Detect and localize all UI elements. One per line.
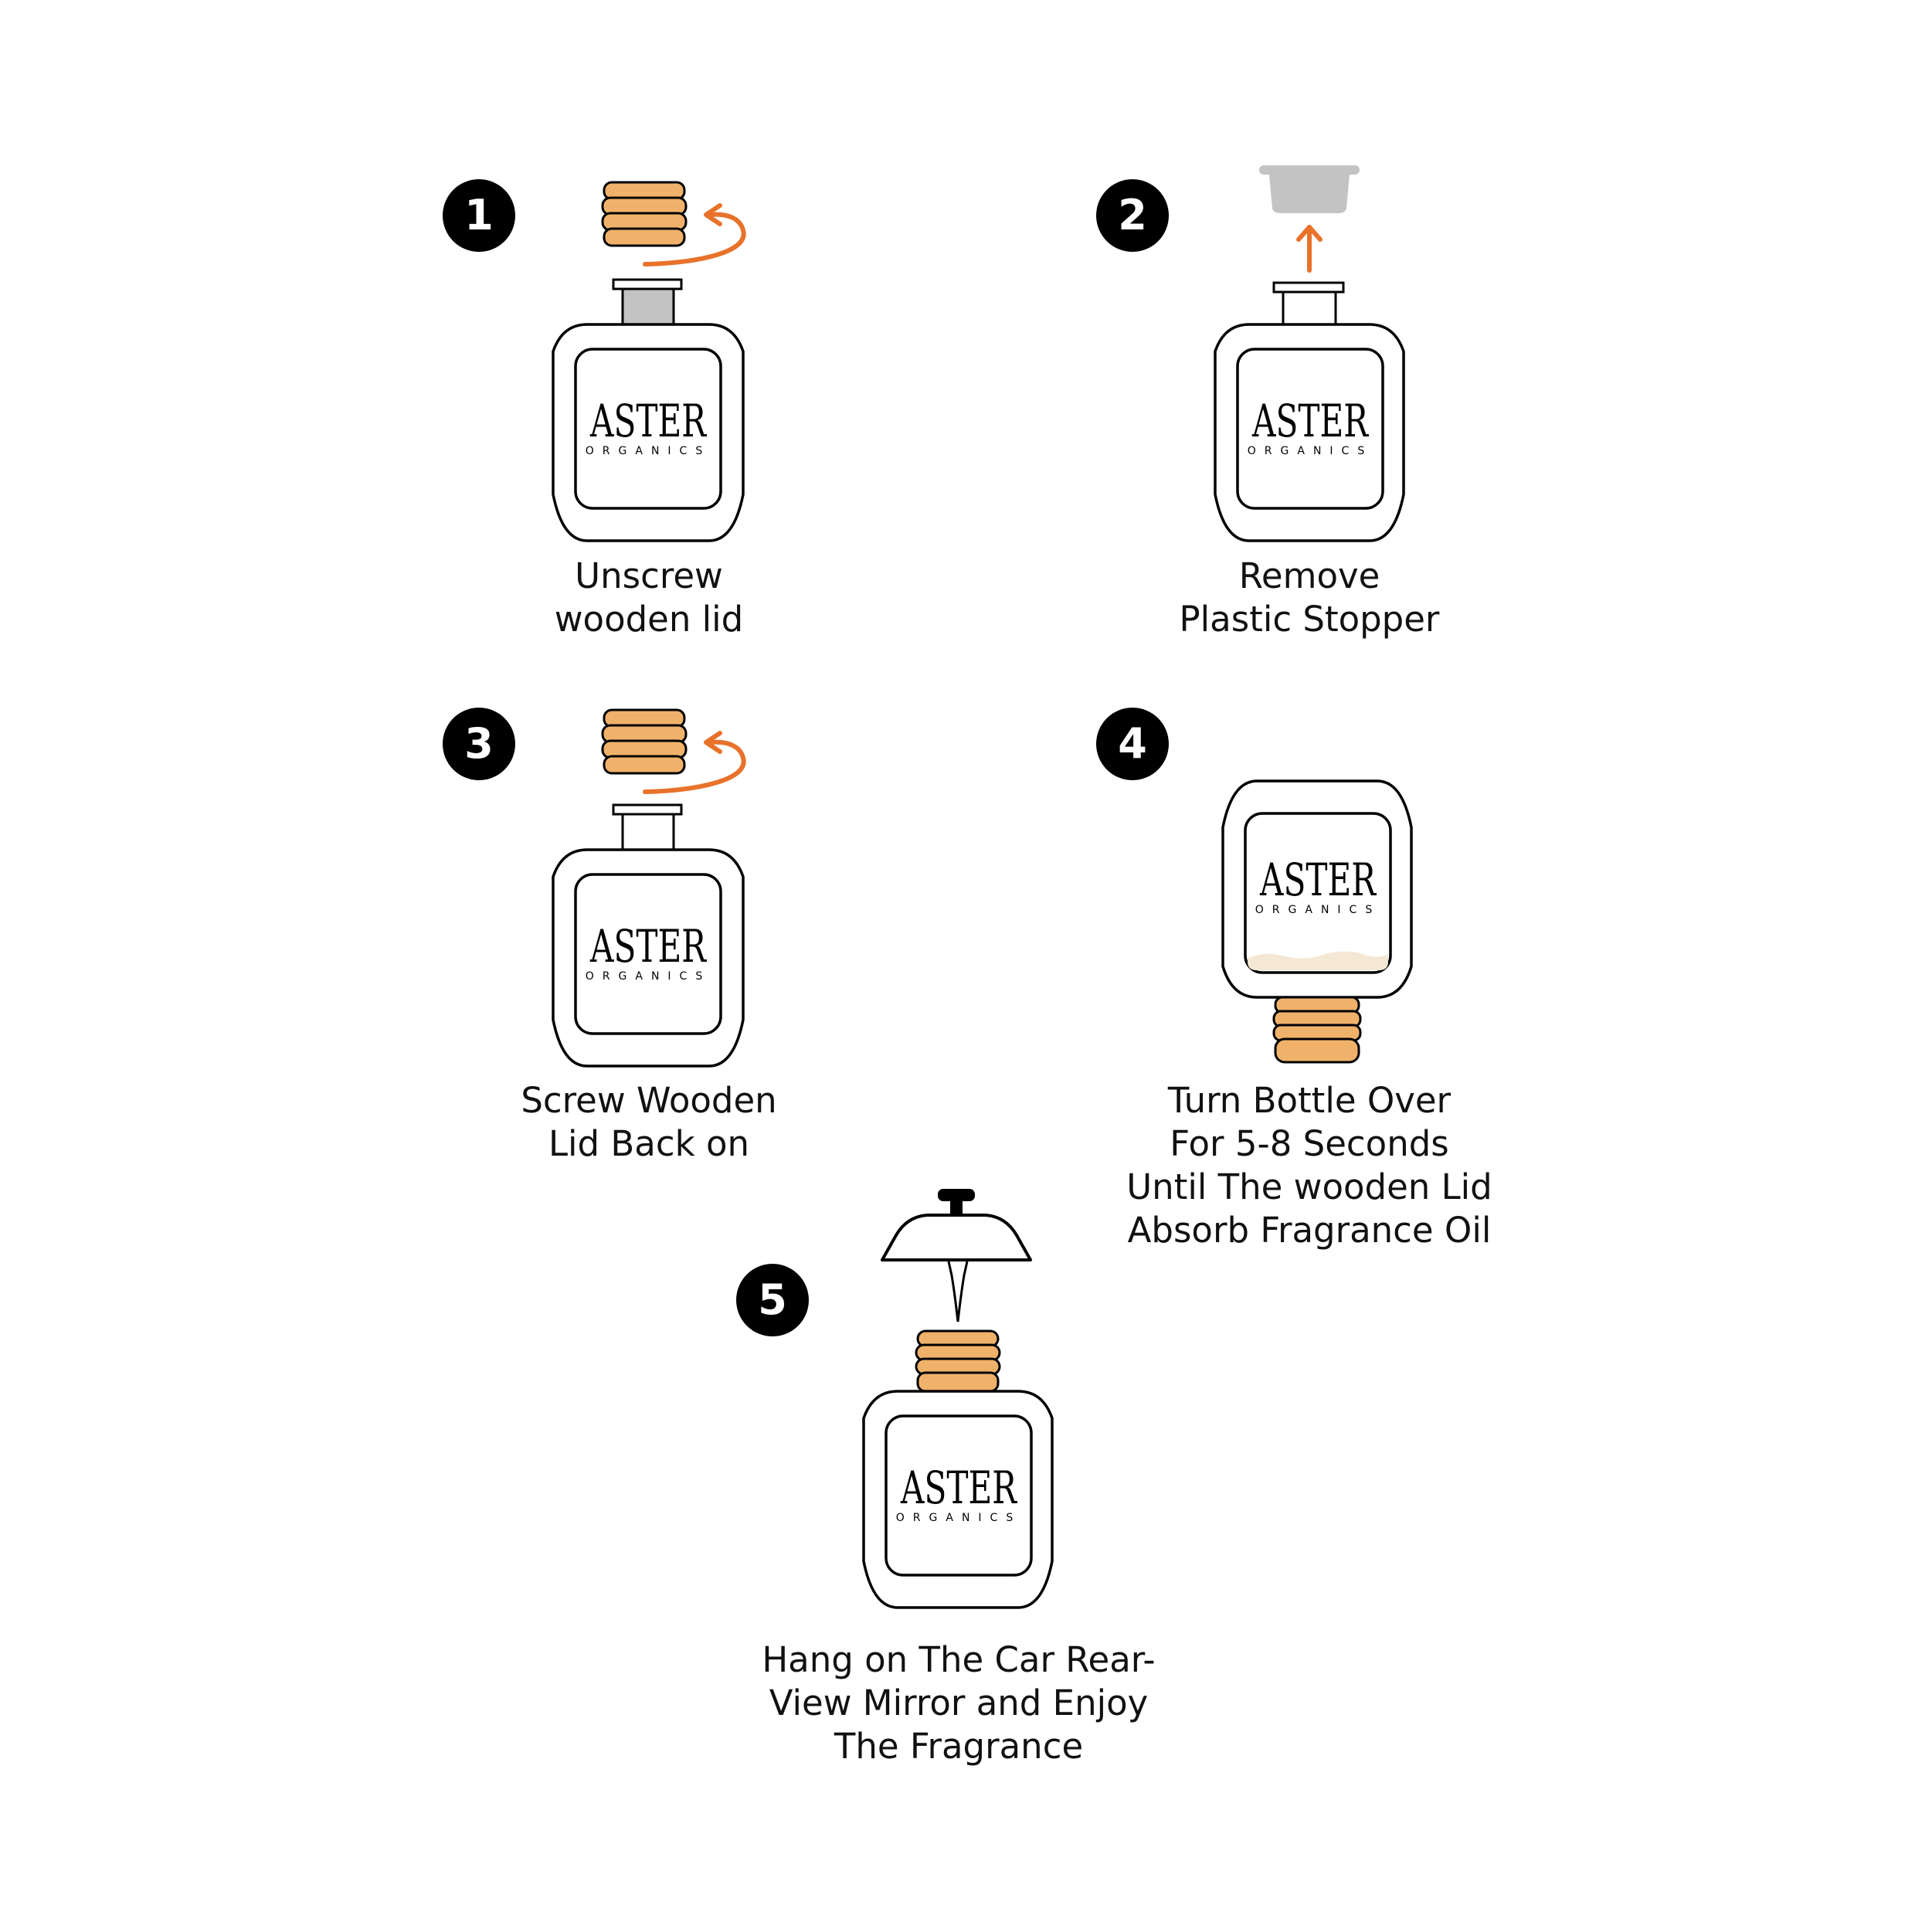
bottle-unscrew-lid-icon: ASTER ORGANICS [552,181,746,542]
caption-line: The Fragrance [834,1726,1084,1767]
step-number-badge: 3 [443,708,515,780]
caption-line: Screw Wooden [521,1080,777,1121]
fragrance-oil-fill [1248,951,1388,970]
wooden-lid-icon [1272,996,1362,1064]
brand-tagline: ORGANICS [1248,445,1373,457]
step-number-badge: 5 [736,1264,809,1336]
caption-line: Lid Back on [548,1123,750,1164]
rotate-arrow-icon [643,203,746,267]
caption-line: View Mirror and Enjoy [769,1682,1149,1723]
caption-line: Until The wooden Lid [1126,1166,1492,1207]
plastic-stopper-icon [1259,165,1360,213]
bottle-upside-down-icon: ASTER ORGANICS [1221,779,1413,1064]
brand-name: ASTER [1259,854,1377,906]
brand-name: ASTER [589,395,707,447]
brand-tagline: ORGANICS [896,1512,1021,1524]
step-caption: Remove Plastic Stopper [1039,555,1580,641]
step-caption: Screw Wooden Lid Back on [379,1079,919,1166]
brand-tagline: ORGANICS [1255,904,1380,916]
caption-line: wooden lid [554,599,744,640]
hanging-cord [947,1261,969,1323]
bottle-screw-lid-icon: ASTER ORGANICS [552,708,746,1068]
bottle-remove-stopper-icon: ASTER ORGANICS [1214,165,1405,542]
step-caption: Unscrew wooden lid [379,555,919,641]
up-arrow-icon [1296,225,1323,273]
wooden-lid-icon [915,1329,1001,1393]
caption-line: Turn Bottle Over [1167,1080,1452,1121]
wooden-lid-icon [601,181,688,247]
brand-name: ASTER [900,1462,1017,1514]
caption-line: Plastic Stopper [1179,599,1440,640]
bottle-hanging-clip-icon: ASTER ORGANICS [862,1189,1054,1609]
step-number-badge: 4 [1096,708,1169,780]
brand-tagline: ORGANICS [586,445,711,457]
brand-tagline: ORGANICS [586,970,711,983]
rotate-arrow-icon [643,731,746,794]
caption-line: Remove [1238,555,1380,596]
caption-line: Unscrew [575,555,723,596]
brand-name: ASTER [1251,395,1369,447]
step-caption: Turn Bottle Over For 5-8 Seconds Until T… [1039,1079,1580,1252]
step-number-badge: 2 [1096,179,1169,252]
caption-line: Hang on The Car Rear- [762,1639,1156,1680]
mirror-clip-icon [881,1189,1032,1261]
caption-line: For 5-8 Seconds [1170,1123,1449,1164]
step-number-badge: 1 [443,179,515,252]
caption-line: Absorb Fragrance Oil [1127,1210,1492,1251]
wooden-lid-icon [601,708,688,775]
brand-name: ASTER [589,920,707,973]
step-caption: Hang on The Car Rear- View Mirror and En… [688,1638,1229,1768]
